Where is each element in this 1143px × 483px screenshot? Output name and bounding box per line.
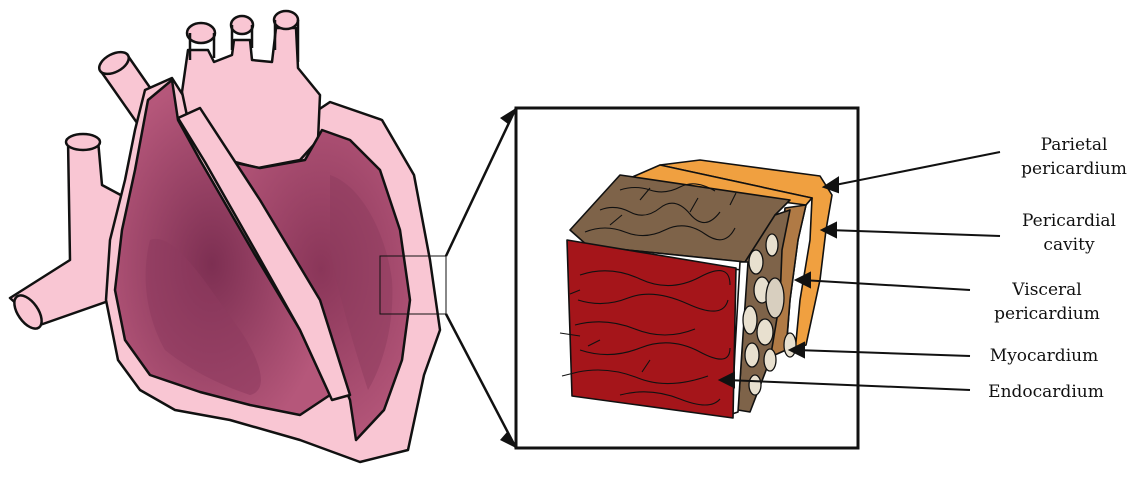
zoom-line-bottom	[446, 314, 516, 448]
zoom-line-top	[446, 108, 516, 256]
label-parietal-line1: Parietal	[1008, 133, 1140, 157]
label-cavity-line1: Pericardial	[1010, 209, 1128, 233]
label-visceral-pericardium: Visceral pericardium	[978, 278, 1116, 326]
heart-illustration	[9, 11, 440, 462]
label-myocardium-text: Myocardium	[976, 344, 1112, 368]
label-cavity-line2: cavity	[1010, 233, 1128, 257]
label-pericardial-cavity: Pericardial cavity	[1010, 209, 1128, 257]
label-visceral-line2: pericardium	[978, 302, 1116, 326]
label-visceral-line1: Visceral	[978, 278, 1116, 302]
label-endocardium-text: Endocardium	[978, 380, 1114, 404]
label-parietal-pericardium: Parietal pericardium	[1008, 133, 1140, 181]
label-parietal-line2: pericardium	[1008, 157, 1140, 181]
label-endocardium: Endocardium	[978, 380, 1114, 404]
label-myocardium: Myocardium	[976, 344, 1112, 368]
endocardium-face	[567, 240, 736, 418]
